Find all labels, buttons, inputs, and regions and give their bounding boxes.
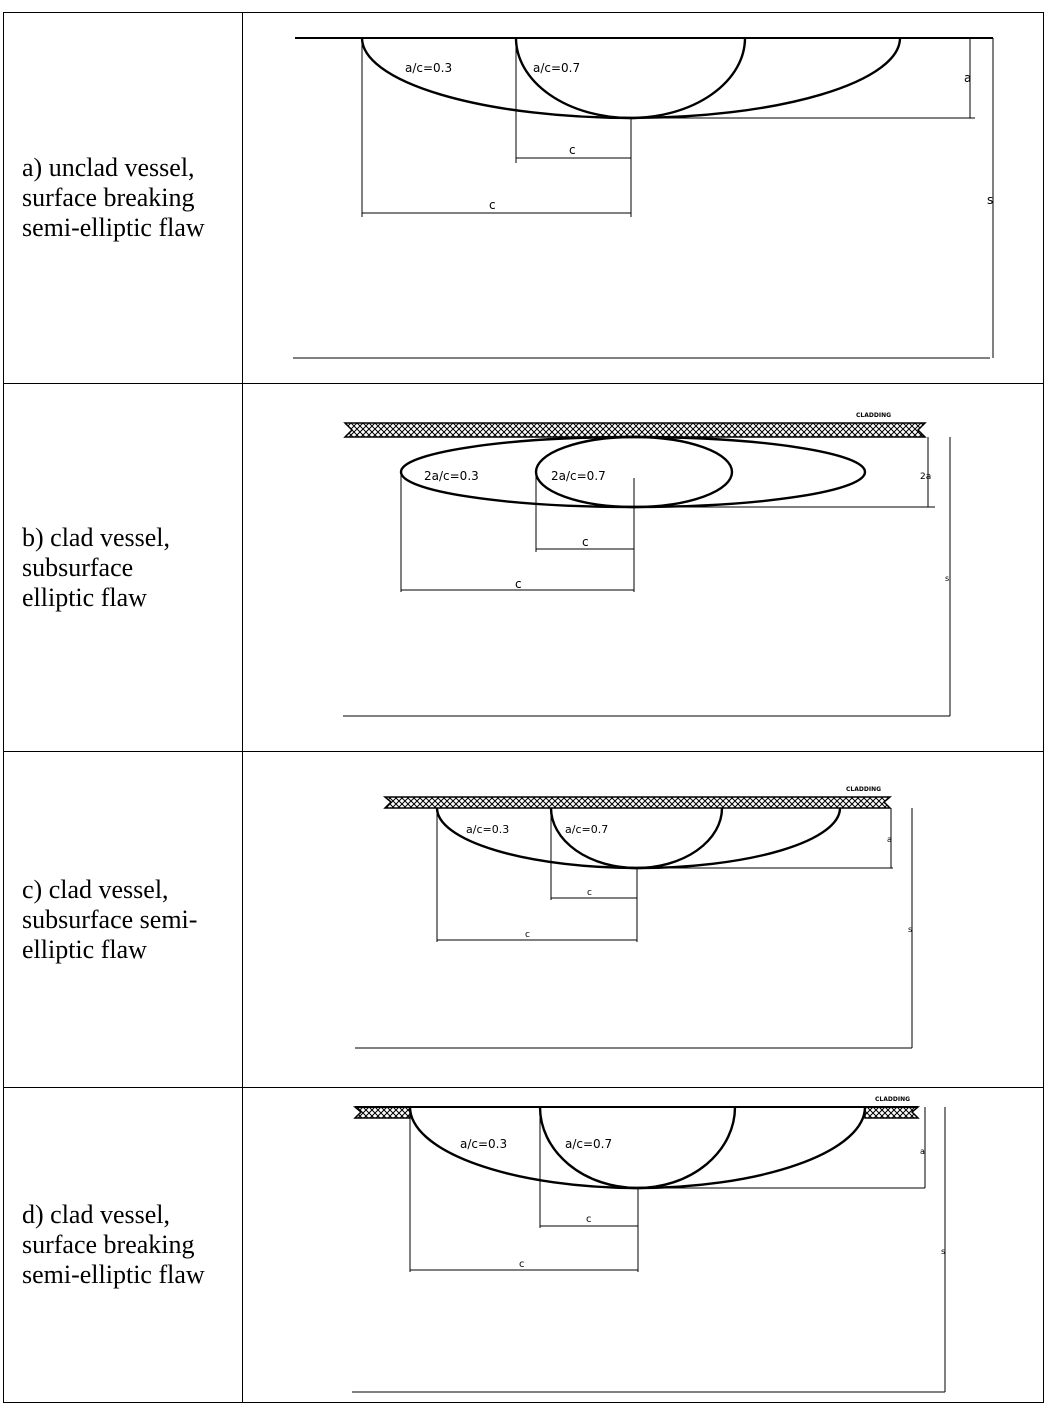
label-line: surface breaking xyxy=(22,183,195,212)
dim-label-2a: 2a xyxy=(920,472,931,482)
dim-label-c: c xyxy=(519,1259,525,1270)
dim-label-a: a xyxy=(964,71,971,85)
flaw-label: 2a/c=0.3 xyxy=(424,469,479,483)
table-row: b) clad vessel, subsurface elliptic flaw xyxy=(3,383,1044,752)
cladding-left xyxy=(352,1106,411,1119)
cladding-right xyxy=(864,1106,921,1119)
flaw-label: a/c=0.3 xyxy=(466,823,509,836)
label-line: c) clad vessel, xyxy=(22,874,169,904)
label-line: surface breaking xyxy=(22,1230,195,1259)
row-label-d: d) clad vessel, surface breaking semi-el… xyxy=(3,1087,243,1403)
dim-label-s: s xyxy=(987,193,993,207)
dim-label-c: c xyxy=(489,198,496,212)
dim-label-c: c xyxy=(582,535,589,549)
table-row: a) unclad vessel, surface breaking semi-… xyxy=(3,12,1044,384)
diagram-cell xyxy=(242,383,1044,752)
flaw-a-c-0.7 xyxy=(549,807,724,870)
dim-label-c: c xyxy=(525,930,530,940)
flaw-label: a/c=0.3 xyxy=(460,1137,507,1151)
dim-label-c: c xyxy=(569,143,576,157)
dim-label-s: s xyxy=(941,1247,945,1256)
flaw-label: 2a/c=0.7 xyxy=(551,469,606,483)
label-line: subsurface xyxy=(22,552,134,582)
dim-label-s: s xyxy=(945,574,949,583)
flaw-a-c-0.3 xyxy=(435,807,842,870)
diagram-d: CLADDING a/c=0.3 a/c=0.7 c c a s xyxy=(352,1096,946,1393)
cladding-label: CLADDING xyxy=(846,786,881,793)
label-line: a) unclad vessel, xyxy=(22,153,195,182)
cladding-label: CLADDING xyxy=(875,1096,910,1103)
diagram-cell xyxy=(242,12,1044,384)
dim-label-c: c xyxy=(587,888,592,898)
flaw-a-c-0.7 xyxy=(514,37,747,120)
diagram-c: CLADDING a/c=0.3 a/c=0.7 c c a s xyxy=(355,786,913,1049)
label-line: elliptic flaw xyxy=(22,934,147,964)
flaw-label: a/c=0.7 xyxy=(565,823,608,836)
row-label-a: a) unclad vessel, surface breaking semi-… xyxy=(3,12,243,384)
label-line: elliptic flaw xyxy=(22,582,147,612)
label-line: d) clad vessel, xyxy=(22,1200,171,1229)
dim-label-a: a xyxy=(920,1147,925,1156)
cladding-layer xyxy=(343,422,927,438)
diagram-cell xyxy=(242,1087,1044,1403)
label-line: semi-elliptic flaw xyxy=(22,213,205,242)
flaw-label: a/c=0.7 xyxy=(533,61,580,75)
flaw-label: a/c=0.7 xyxy=(565,1137,612,1151)
label-line: subsurface semi- xyxy=(22,904,198,934)
dim-label-a: a xyxy=(887,835,892,844)
dim-label-c: c xyxy=(515,577,522,591)
flaw-label: a/c=0.3 xyxy=(405,61,452,75)
row-label-b: b) clad vessel, subsurface elliptic flaw xyxy=(3,383,243,752)
label-line: semi-elliptic flaw xyxy=(22,1260,205,1289)
diagram-b: CLADDING 2a/c=0.3 2a/c=0.7 c c 2a s xyxy=(343,412,951,717)
dim-label-s: s xyxy=(908,925,912,934)
label-line: b) clad vessel, xyxy=(22,522,171,552)
table-row: d) clad vessel, surface breaking semi-el… xyxy=(3,1087,1044,1403)
diagram-a: a/c=0.3 a/c=0.7 c c a s xyxy=(293,37,994,359)
row-label-c: c) clad vessel, subsurface semi- ellipti… xyxy=(3,751,243,1088)
cladding-layer xyxy=(382,796,893,809)
dim-label-c: c xyxy=(586,1214,592,1225)
flaw-table: a) unclad vessel, surface breaking semi-… xyxy=(3,12,1044,1403)
flaw-a-c-0.3 xyxy=(360,37,902,120)
cladding-label: CLADDING xyxy=(856,412,891,419)
